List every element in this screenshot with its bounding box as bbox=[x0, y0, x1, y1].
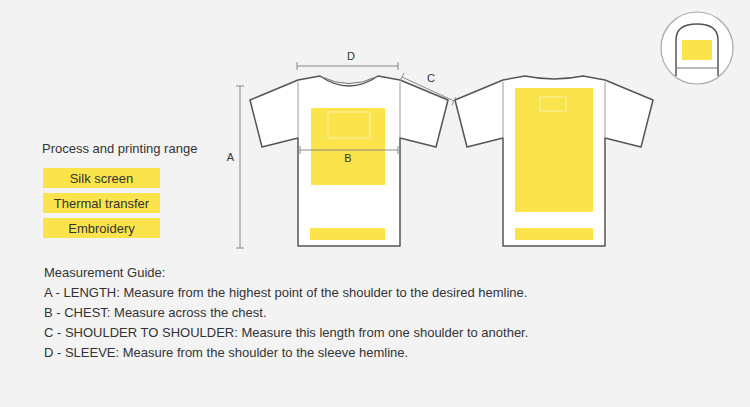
process-name: Thermal transfer bbox=[54, 196, 149, 211]
process-box: Silk screen bbox=[43, 168, 160, 188]
measurement-note: D - SLEEVE: Measure from the shoulder to… bbox=[44, 345, 408, 361]
measurement-note: A - LENGTH: Measure from the highest poi… bbox=[44, 285, 527, 301]
dimension-letter: A bbox=[227, 151, 234, 164]
process-name: Silk screen bbox=[70, 171, 134, 186]
dimension-letter: C bbox=[427, 72, 435, 85]
process-box: Thermal transfer bbox=[43, 193, 160, 213]
process-name: Embroidery bbox=[68, 221, 134, 236]
guide-heading: Measurement Guide: bbox=[44, 265, 165, 281]
dimension-letter: D bbox=[347, 50, 355, 63]
process-box: Embroidery bbox=[43, 218, 160, 238]
measurement-note: C - SHOULDER TO SHOULDER: Measure this l… bbox=[44, 325, 528, 341]
front-shirt bbox=[250, 76, 448, 246]
section-heading: Process and printing range bbox=[42, 141, 197, 157]
dimension-letter: B bbox=[344, 152, 351, 165]
cap-icon bbox=[661, 12, 733, 84]
back-shirt bbox=[455, 76, 653, 246]
dimension-lines bbox=[236, 62, 456, 248]
measurement-note: B - CHEST: Measure across the chest. bbox=[44, 305, 267, 321]
